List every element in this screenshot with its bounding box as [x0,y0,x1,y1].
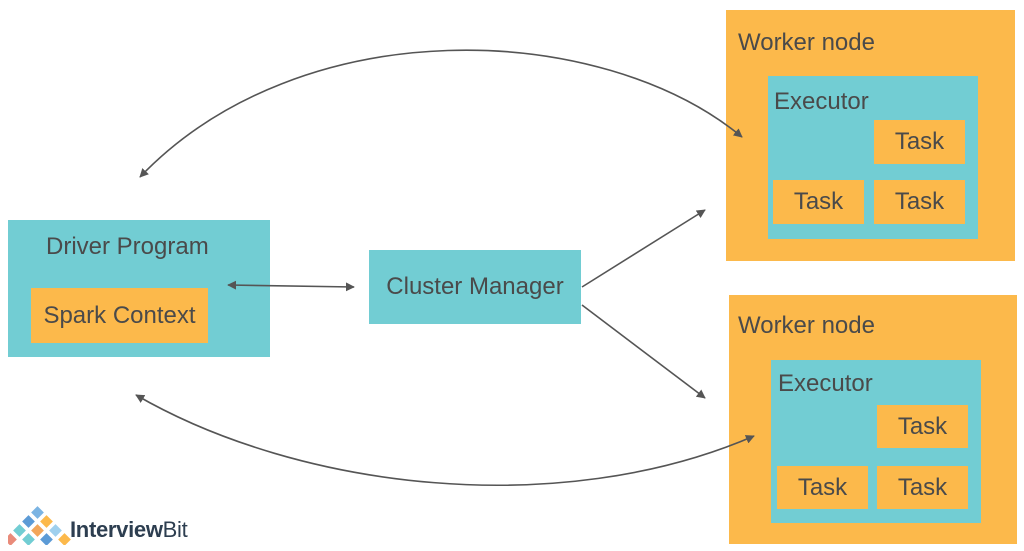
task-label: Task [793,188,844,215]
driver-program-box: Driver Program Spark Context [8,220,270,357]
task-2-3: Task [877,466,968,509]
cluster-manager-label: Cluster Manager [386,273,564,300]
task-label: Task [894,188,945,215]
task-2-1: Task [877,405,968,448]
worker-node-2-label: Worker node [738,312,875,339]
worker-node-1-label: Worker node [738,29,875,56]
arrow-driver-worker1 [139,49,743,178]
arrow-driver-worker2 [135,394,755,486]
arrow-cluster-worker1 [581,209,706,288]
logo-part-bit: Bit [162,517,188,542]
spark-context-box: Spark Context [31,288,208,343]
task-label: Task [797,473,848,501]
executor-2: Executor Task Task Task [771,360,981,523]
executor-1-label: Executor [774,88,869,115]
arrow-cluster-worker2 [581,304,706,399]
cluster-manager-box: Cluster Manager [369,250,581,324]
interviewbit-wordmark: InterviewBit [70,517,188,543]
executor-2-label: Executor [778,370,873,397]
spark-context-label: Spark Context [43,301,196,329]
logo-part-interview: Interview [70,517,163,542]
task-label: Task [897,412,948,440]
interviewbit-logo-icon [8,506,71,545]
executor-1: Executor Task Task Task [768,76,978,239]
task-label: Task [894,128,945,155]
task-1-1: Task [874,120,965,164]
driver-program-label: Driver Program [46,233,209,260]
arrow-driver-cluster [227,280,355,292]
worker-node-2: Worker node Executor Task Task Task [729,295,1017,544]
task-1-3: Task [874,180,965,224]
task-1-2: Task [773,180,864,224]
task-label: Task [897,473,948,501]
task-2-2: Task [777,466,868,509]
worker-node-1: Worker node Executor Task Task Task [726,10,1015,261]
